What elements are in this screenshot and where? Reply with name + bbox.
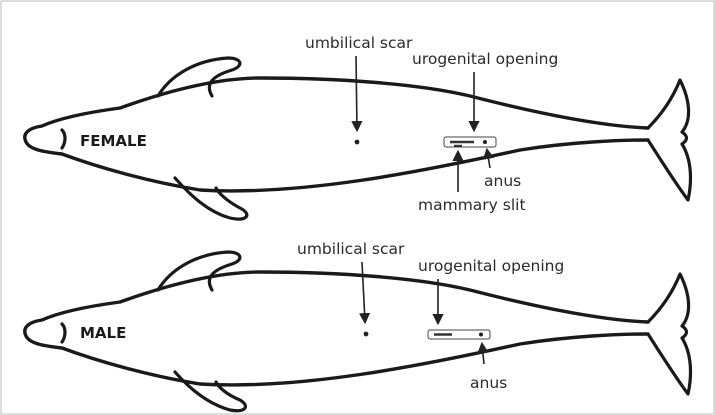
male-sex-label: MALE bbox=[80, 324, 126, 342]
female-umbilical-label: umbilical scar bbox=[305, 34, 413, 52]
female-urogenital-label: urogenital opening bbox=[412, 50, 558, 68]
male-umbilical-label: umbilical scar bbox=[297, 240, 405, 258]
male-dolphin: MALE umbilical scar urogenital opening a… bbox=[25, 240, 691, 411]
female-snout bbox=[62, 130, 65, 148]
male-tail-fluke bbox=[648, 274, 690, 394]
female-anus-label: anus bbox=[484, 172, 521, 190]
male-umbilical-arrow bbox=[362, 262, 365, 322]
female-umbilical-arrow bbox=[356, 56, 357, 130]
male-snout bbox=[62, 324, 65, 342]
female-pectoral-fin bbox=[175, 178, 247, 219]
female-umbilical-scar bbox=[355, 140, 360, 145]
female-tail-fluke bbox=[648, 80, 690, 200]
female-anus-arrow bbox=[487, 150, 490, 168]
male-anus-arrow bbox=[482, 344, 484, 364]
female-sex-label: FEMALE bbox=[80, 132, 147, 150]
female-anus-mark bbox=[483, 140, 487, 144]
male-umbilical-scar bbox=[364, 332, 369, 337]
male-anus-label: anus bbox=[470, 374, 507, 392]
male-urogenital-label: urogenital opening bbox=[418, 257, 564, 275]
female-mammary-label: mammary slit bbox=[418, 196, 526, 214]
female-dolphin: FEMALE umbilical scar urogenital opening… bbox=[25, 34, 691, 219]
male-pectoral-fin bbox=[175, 372, 245, 411]
male-anus-mark bbox=[479, 333, 483, 337]
